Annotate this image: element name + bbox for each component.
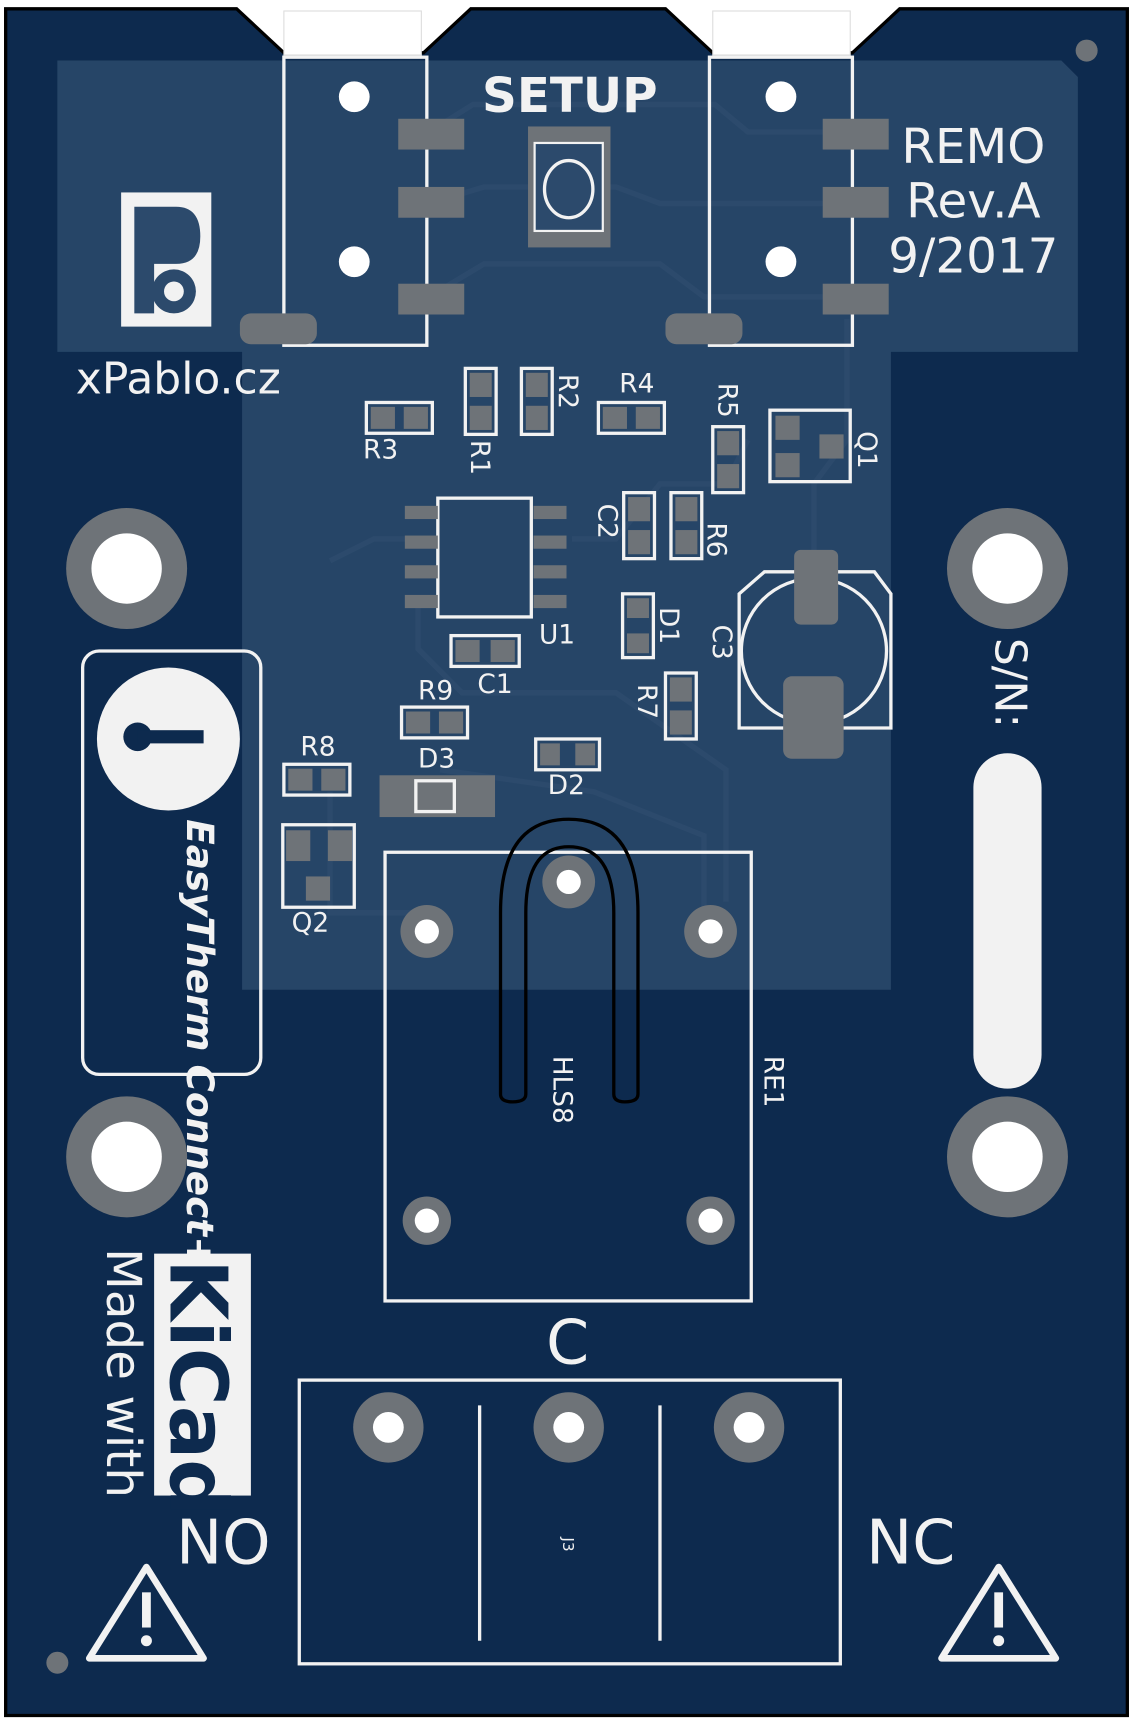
author-label: xPablo.cz [76, 354, 281, 405]
mounting-holes [46, 39, 1098, 1674]
board-date: 9/2017 [888, 229, 1058, 285]
label-j3: J3 [559, 1536, 577, 1551]
terminal-nc-label: NC [866, 1507, 955, 1579]
smd-components [281, 366, 852, 909]
label-r7: R7 [631, 684, 661, 719]
setup-label: SETUP [482, 68, 658, 124]
label-r4: R4 [619, 370, 654, 400]
setup-button [528, 126, 611, 248]
xpablo-logo [121, 192, 212, 327]
warning-icon [938, 1563, 1060, 1662]
label-r6: R6 [700, 522, 730, 557]
board-title: REMO [901, 119, 1045, 175]
label-u1: U1 [539, 620, 575, 650]
label-r1: R1 [464, 440, 494, 475]
serial-label: S/N: [984, 638, 1035, 728]
terminal-no-label: NO [176, 1507, 271, 1579]
connector-left [239, 10, 465, 347]
warning-icon [85, 1563, 207, 1662]
label-d3: D3 [418, 745, 455, 775]
terminal-c-label: C [546, 1307, 589, 1379]
label-r2: R2 [552, 374, 582, 409]
label-r3: R3 [363, 436, 398, 466]
label-r8: R8 [300, 732, 335, 762]
serial-field [973, 753, 1042, 1089]
label-c2: C2 [591, 504, 621, 539]
easytherm-logo: EasyTherm Connect+ [80, 649, 263, 1267]
label-r9: R9 [418, 676, 453, 706]
label-d1: D1 [653, 607, 683, 644]
label-re1: RE1 [757, 1056, 787, 1108]
board-revision: Rev.A [906, 174, 1041, 230]
label-r5: R5 [711, 383, 741, 418]
relay-re1 [383, 817, 753, 1303]
kicad-logo: KiCad Made with [95, 1248, 251, 1516]
label-hls8: HLS8 [546, 1056, 576, 1124]
terminal-block-j3: J3 [297, 1378, 842, 1666]
label-q1: Q1 [851, 431, 881, 469]
label-c1: C1 [477, 670, 512, 700]
label-q2: Q2 [292, 908, 330, 938]
kicad-logo-text: KiCad [152, 1259, 244, 1516]
made-with-text: Made with [95, 1248, 151, 1498]
label-c3: C3 [706, 625, 736, 660]
label-d2: D2 [548, 771, 585, 801]
capacitor-c3 [737, 549, 893, 759]
easytherm-text: EasyTherm Connect+ [178, 819, 222, 1267]
connector-right [665, 10, 889, 347]
